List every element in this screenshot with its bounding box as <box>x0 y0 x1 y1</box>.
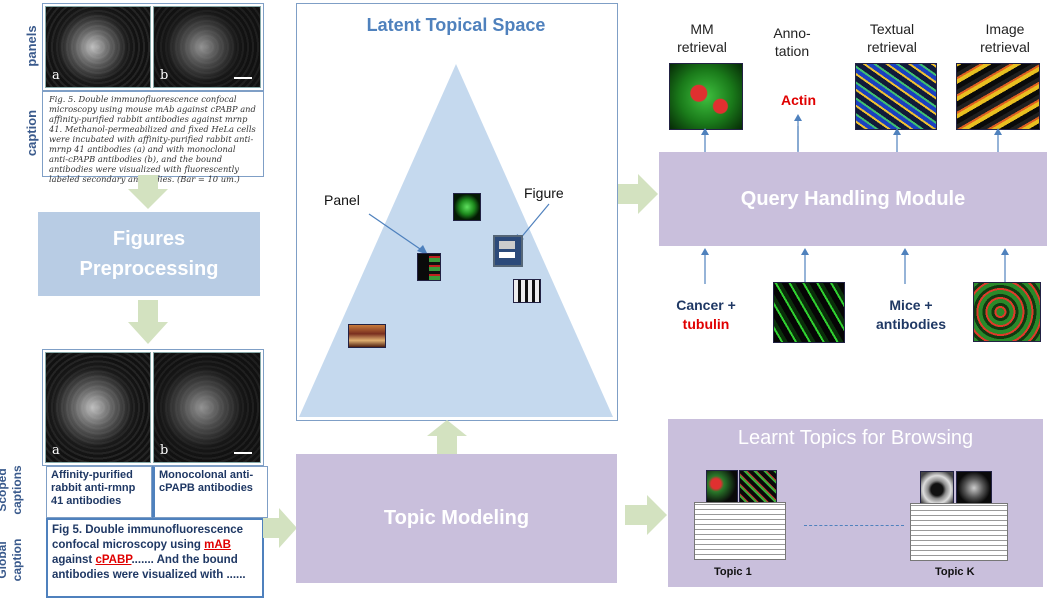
topick-label: Topic K <box>935 566 975 578</box>
processed-panel-b: b <box>153 352 261 463</box>
topic1-table <box>694 502 786 560</box>
query-cancer-tubulin: Cancer + tubulin <box>664 296 748 334</box>
actin-label: Actin <box>781 92 816 108</box>
caption-label: caption <box>24 109 39 157</box>
mm-retrieval-label: MM retrieval <box>677 21 727 55</box>
figure-thumbnail <box>493 235 523 267</box>
processed-panel-a: a <box>45 352 151 463</box>
image-retrieval-image <box>956 63 1040 130</box>
query-antibodies: antibodies <box>875 316 946 332</box>
arrow-right-to-topic-modeling <box>263 508 297 548</box>
arrow-right-to-learnt-topics <box>625 495 667 535</box>
green-cell-thumbnail <box>453 193 481 221</box>
global-caption-label: Global caption <box>0 538 24 582</box>
panels-frame: a b <box>42 3 264 91</box>
query-handling-module-box: Query Handling Module <box>659 152 1047 246</box>
image-retrieval-label: Image retrieval <box>980 21 1030 55</box>
arrow-up-to-latent-space <box>427 420 467 454</box>
result-arrows <box>701 126 1002 152</box>
panel-annotation: Panel <box>324 192 360 208</box>
query-mice-antibodies: Mice + antibodies <box>866 296 956 334</box>
scoped-captions-label: Scoped captions <box>0 465 24 515</box>
figure-annotation: Figure <box>524 185 564 201</box>
scoped-caption-a: Affinity-purified rabbit anti-rmnp 41 an… <box>46 466 152 518</box>
global-caption-cpabp: cPABP <box>95 554 132 566</box>
scoped-caption-b: Monocolonal anti-cPAPB antibodies <box>152 466 268 518</box>
query-cancer: Cancer <box>676 297 724 313</box>
panel-b-image: b <box>153 6 261 88</box>
tissue-thumbnail <box>348 324 386 348</box>
query-plus-1: + <box>723 297 736 313</box>
processed-b-letter: b <box>160 443 169 458</box>
query-handling-module-label: Query Handling Module <box>740 187 966 210</box>
query-tissue-image <box>973 282 1041 342</box>
latent-space-title: Latent Topical Space <box>366 15 546 35</box>
global-caption-part3: ....... And the bound antibodies were vi… <box>52 554 246 581</box>
global-caption: Fig 5. Double immunofluorescence confoca… <box>46 518 264 598</box>
mm-retrieval-image <box>669 63 743 130</box>
figures-preprocessing-box: Figures Preprocessing <box>38 212 260 296</box>
panel-b-letter: b <box>160 68 169 83</box>
global-caption-part2: against <box>52 554 96 566</box>
query-green-image <box>773 282 845 343</box>
topic-modeling-box: Topic Modeling <box>296 454 617 583</box>
topic1-label: Topic 1 <box>714 566 752 578</box>
topic-modeling-label: Topic Modeling <box>383 507 530 529</box>
textual-retrieval-label: Textual retrieval <box>867 21 917 55</box>
processed-panels-frame: a b <box>42 349 264 466</box>
query-arrows <box>701 248 1009 284</box>
annotation-label: Anno-tation <box>773 25 811 59</box>
topic1-image-b <box>739 470 777 504</box>
arrow-right-to-query-module <box>618 174 658 214</box>
topick-table <box>910 503 1008 561</box>
bw-thumbnail <box>513 279 541 303</box>
topick-image-b <box>956 471 992 505</box>
topics-dashed-separator <box>804 525 904 526</box>
actin-arrow <box>794 114 802 151</box>
textual-retrieval-image <box>855 63 937 130</box>
query-tubulin: tubulin <box>682 316 730 332</box>
raw-caption: Fig. 5. Double immunofluorescence confoc… <box>42 91 264 184</box>
panel-a-image: a <box>45 6 151 88</box>
arrow-down-1 <box>128 175 168 209</box>
learnt-topics-title: Learnt Topics for Browsing <box>737 427 974 449</box>
processed-a-letter: a <box>52 443 60 458</box>
topic1-image-a <box>706 470 738 504</box>
global-caption-mab: mAB <box>204 539 231 551</box>
arrow-down-2 <box>128 300 168 344</box>
panel-a-letter: a <box>52 68 60 83</box>
figures-preprocessing-label: Figures Preprocessing <box>79 228 219 280</box>
panel-thumbnail <box>417 253 441 281</box>
query-mice: Mice <box>889 297 921 313</box>
global-caption-part1: Fig 5. Double immunofluorescence confoca… <box>52 524 244 551</box>
panels-label: panels <box>24 25 39 67</box>
query-plus-2: + <box>920 297 933 313</box>
topick-image-a <box>920 471 954 505</box>
